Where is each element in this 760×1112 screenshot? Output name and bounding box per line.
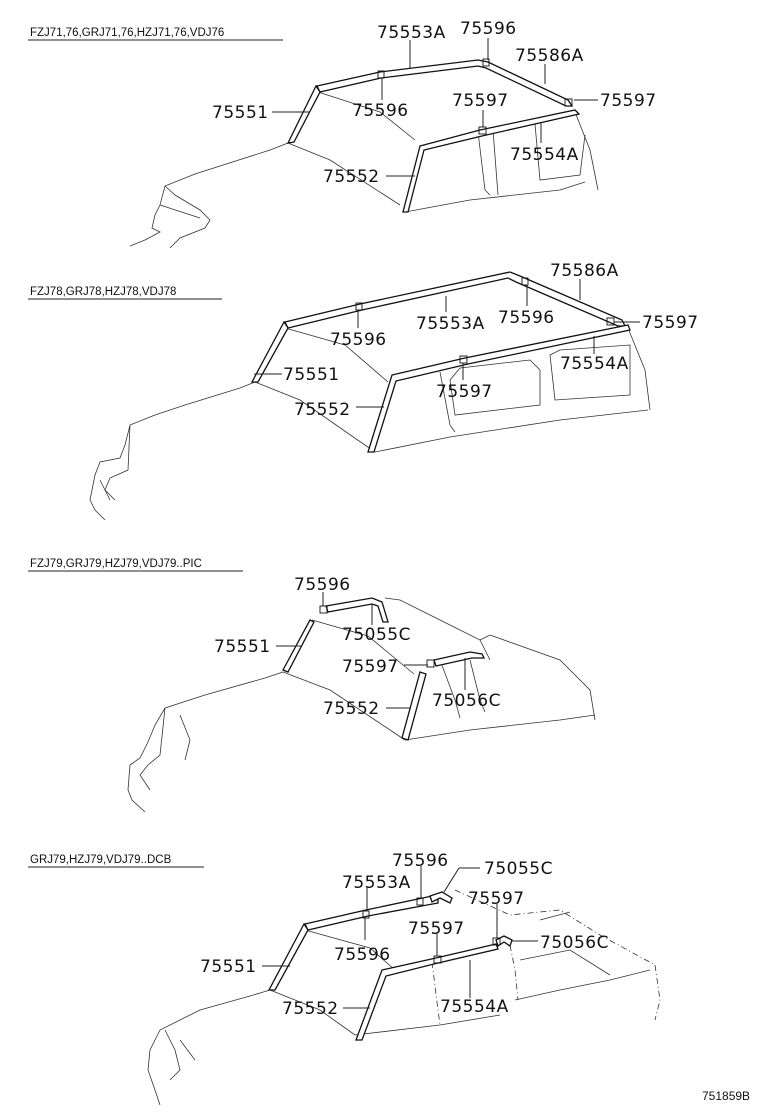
part-label: 75552 — [282, 999, 339, 1019]
part-label: 75596 — [294, 575, 351, 595]
model-label-4: GRJ79,HZJ79,VDJ79..DCB — [30, 854, 172, 866]
part-label: 75056C — [432, 691, 501, 711]
clip-75596-a — [377, 70, 385, 79]
clip-75596-d — [521, 277, 529, 286]
part-label: 75551 — [214, 637, 271, 657]
part-label: 75552 — [323, 167, 380, 187]
part-label: 75597 — [452, 91, 509, 111]
vehicle-outline-1 — [129, 91, 599, 249]
part-labels-1: 75553A 75596 75586A 75551 75596 75597 75… — [212, 19, 657, 187]
part-label: 75552 — [294, 400, 351, 420]
part-label: 75554A — [560, 354, 629, 374]
part-label: 75597 — [436, 382, 493, 402]
part-label: 75551 — [200, 957, 257, 977]
part-label: 75597 — [600, 91, 657, 111]
trims-4 — [267, 891, 513, 1041]
part-label: 75597 — [642, 313, 699, 333]
leaders-4 — [262, 866, 538, 1009]
clip-75596-f — [362, 910, 370, 919]
part-label: 75596 — [498, 308, 555, 328]
part-label: 75055C — [342, 625, 411, 645]
part-label: 75597 — [408, 919, 465, 939]
part-label: 75553A — [377, 23, 446, 43]
part-label: 75553A — [416, 314, 485, 334]
part-labels-2: 75586A 75596 75553A 75596 75597 75551 75… — [283, 261, 699, 420]
part-label: 75551 — [283, 365, 340, 385]
clip-75597-a — [564, 98, 573, 107]
section-2: FZJ78,GRJ78,HZJ78,VDJ78 — [28, 261, 699, 521]
vehicle-outline-2 — [89, 327, 651, 521]
clip-75596-b — [482, 58, 490, 67]
part-label: 75586A — [515, 46, 584, 66]
figure-reference: 751859B — [702, 1089, 750, 1103]
part-label: 75596 — [460, 19, 517, 39]
vehicle-outline-4 — [147, 889, 661, 1106]
part-label: 75056C — [540, 933, 609, 953]
part-label: 75551 — [212, 103, 269, 123]
model-label-1: FZJ71,76,GRJ71,76,HZJ71,76,VDJ76 — [30, 27, 224, 39]
part-label: 75596 — [334, 945, 391, 965]
part-label: 75596 — [352, 101, 409, 121]
part-labels-3: 75596 75055C 75551 75597 75056C 75552 — [214, 575, 501, 719]
part-label: 75597 — [468, 889, 525, 909]
part-label: 75553A — [342, 873, 411, 893]
section-4: GRJ79,HZJ79,VDJ79..DCB — [28, 851, 661, 1106]
model-label-2: FZJ78,GRJ78,HZJ78,VDJ78 — [30, 286, 176, 298]
clip-75596-c — [355, 302, 363, 311]
part-label: 75586A — [550, 261, 619, 281]
clip-75596-g — [416, 897, 424, 906]
part-label: 75055C — [484, 859, 553, 879]
part-label: 75552 — [323, 699, 380, 719]
trims-1 — [286, 58, 581, 213]
leaders-1 — [272, 38, 598, 177]
part-label: 75596 — [330, 330, 387, 350]
section-3: FZJ79,GRJ79,HZJ79,VDJ79..PIC — [28, 558, 596, 813]
part-label: 75554A — [440, 997, 509, 1017]
clip-75597-e — [426, 659, 435, 668]
trims-2 — [250, 271, 631, 453]
model-label-3: FZJ79,GRJ79,HZJ79,VDJ79..PIC — [30, 558, 202, 570]
part-labels-4: 75596 75055C 75553A 75597 75596 75597 75… — [200, 851, 609, 1019]
part-label: 75597 — [342, 657, 399, 677]
leaders-3 — [276, 592, 466, 709]
section-1: FZJ71,76,GRJ71,76,HZJ71,76,VDJ76 — [28, 19, 657, 249]
leaders-2 — [254, 279, 640, 408]
vehicle-outline-3 — [127, 597, 596, 813]
part-label: 75554A — [510, 145, 579, 165]
part-label: 75596 — [392, 851, 449, 871]
